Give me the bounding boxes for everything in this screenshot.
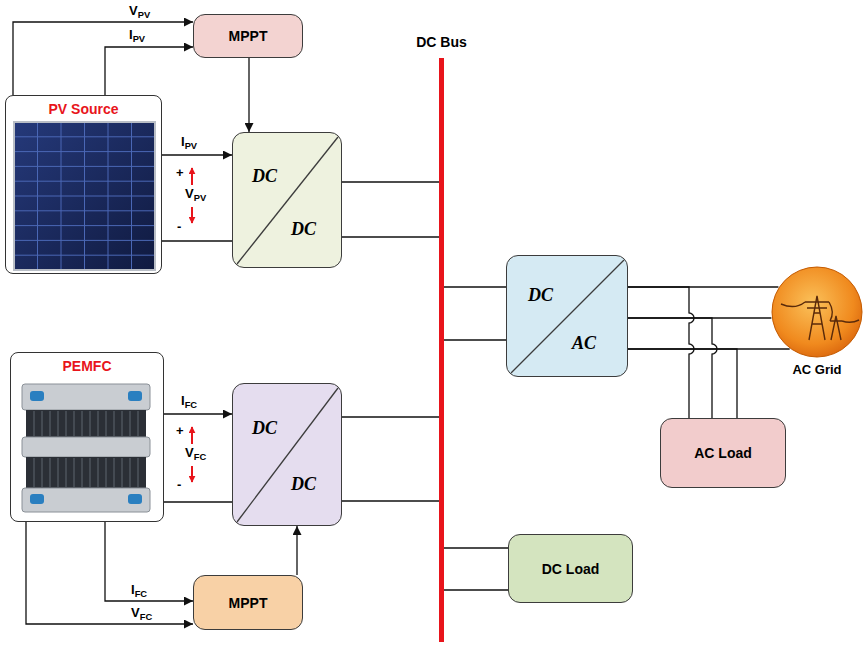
mppt-box: MPPT: [193, 575, 303, 630]
source-frame: PV Source: [5, 95, 162, 274]
converter-box: DC DC: [232, 132, 342, 268]
node-label: AC Load: [694, 445, 752, 461]
wire-connector: [628, 318, 717, 418]
dc-bus: DC Bus: [439, 58, 444, 642]
wire-connector: [342, 500, 439, 501]
wire-connector: [13, 22, 193, 95]
load-box: DC Load: [508, 534, 633, 603]
solar-panel: [14, 122, 155, 270]
wire-connector: [444, 589, 508, 590]
load-box: AC Load: [660, 418, 786, 488]
wire-connector: [105, 522, 193, 601]
wire-connector: [162, 240, 232, 241]
diagonal-line: [237, 388, 338, 522]
diagonal-line: [511, 260, 624, 373]
source-frame: PEMFC: [10, 352, 164, 522]
converter-label: DC: [291, 474, 316, 495]
polarity-label: VFC: [184, 446, 207, 462]
signal-label: IPV: [180, 135, 198, 151]
node-label: PV Source: [6, 101, 161, 117]
converter-box: DC DC: [232, 383, 342, 526]
node-label: MPPT: [229, 595, 268, 611]
wire-connector: [342, 236, 439, 237]
ac-grid-circle: AC Grid: [771, 266, 863, 358]
wire-connector: [164, 413, 232, 414]
wire-connector: [164, 501, 232, 502]
grid-emblem: [771, 266, 863, 358]
signal-label: IPV: [128, 28, 146, 44]
converter-label: DC: [528, 285, 553, 306]
wire-connector: [444, 547, 508, 548]
pylon-symbol: [781, 296, 859, 340]
wire-connector: [628, 349, 737, 418]
converter-diagonal: [507, 256, 627, 376]
node-label: MPPT: [229, 28, 268, 44]
converter-diagonal: [233, 384, 341, 525]
converter-label: DC: [291, 219, 316, 240]
wire-connector: [26, 522, 193, 624]
inverter-box: DC AC: [506, 255, 628, 377]
node-label: DC Load: [542, 561, 600, 577]
node-label: DC Bus: [416, 34, 467, 50]
wire-connector: [444, 286, 506, 287]
wire-connector: [342, 416, 439, 417]
wire-connector: [105, 47, 193, 95]
polarity-label: VPV: [184, 187, 207, 203]
signal-label: IFC: [180, 394, 198, 410]
converter-label: AC: [572, 333, 596, 354]
wire-connector: [628, 287, 694, 418]
polarity-arrows: [191, 168, 193, 482]
fuel-cell-stack: [22, 384, 150, 512]
wire-connector: [296, 526, 297, 575]
mppt-box: MPPT: [193, 14, 303, 58]
signal-label: VPV: [128, 4, 151, 20]
converter-diagonal: [233, 133, 341, 267]
signal-label: IFC: [130, 583, 148, 599]
converter-label: DC: [252, 418, 277, 439]
node-label: PEMFC: [11, 358, 163, 374]
polarity-label: +: [175, 424, 185, 437]
polarity-label: -: [176, 478, 182, 491]
wire-connector: [162, 154, 232, 155]
grid-circle: [772, 267, 862, 357]
polarity-label: +: [175, 166, 185, 179]
wire-connector: [342, 181, 439, 182]
polarity-label: -: [176, 220, 182, 233]
wire-connector: [444, 339, 506, 340]
signal-label: VFC: [130, 606, 153, 622]
node-label: AC Grid: [792, 362, 841, 377]
converter-label: DC: [252, 166, 277, 187]
wire-connector: [248, 58, 249, 132]
diagonal-line: [237, 137, 338, 264]
